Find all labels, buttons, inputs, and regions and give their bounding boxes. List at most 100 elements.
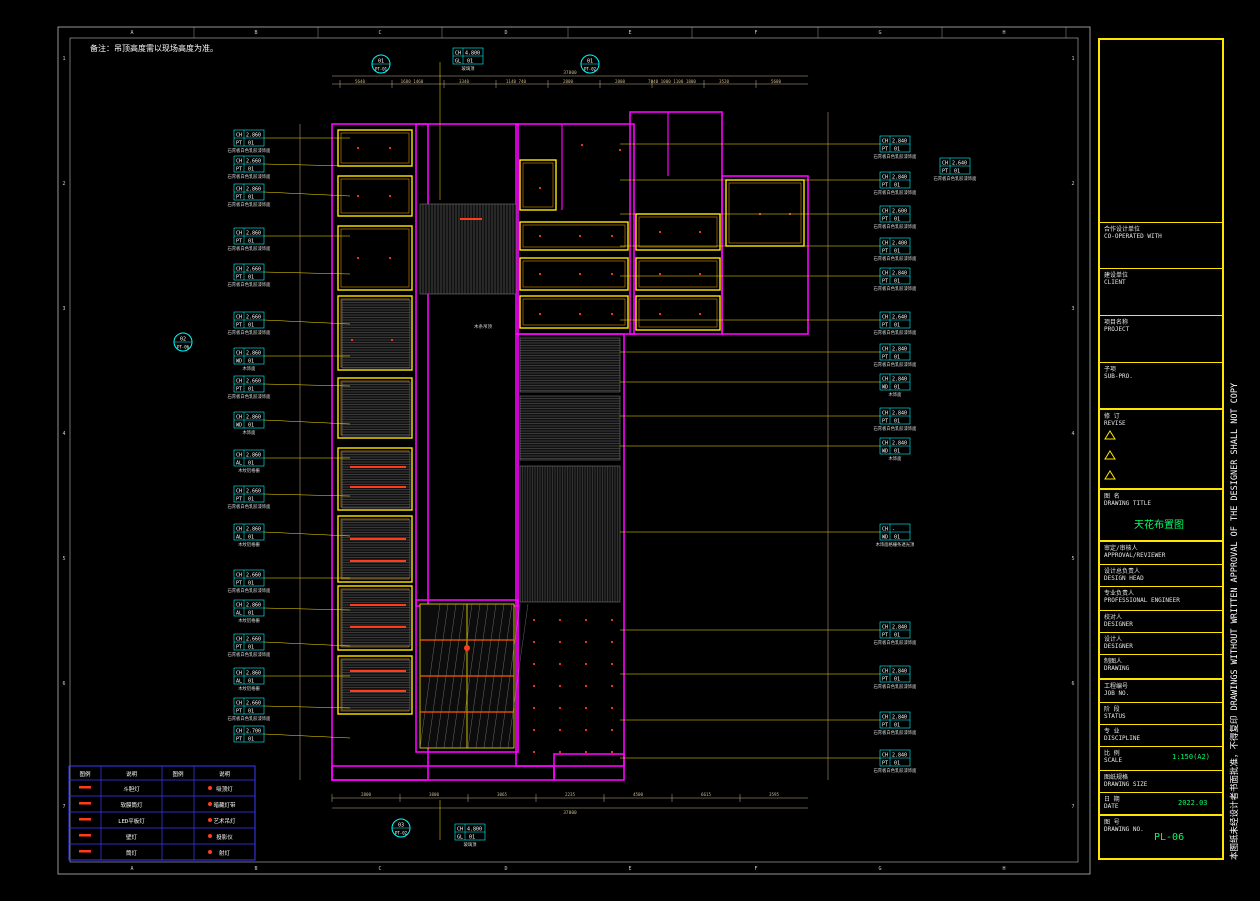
light-fixture — [584, 706, 588, 710]
tag-ch-label: CH — [882, 669, 888, 675]
tag-material: WD — [236, 359, 242, 365]
tag-material: WD — [882, 449, 888, 455]
tag-ch-label: CH — [236, 453, 242, 459]
light-fixture — [698, 272, 702, 276]
tag-desc: 石膏板白色乳胶漆饰面 — [874, 425, 918, 432]
legend-header: 说明 — [126, 770, 138, 778]
tag-code: 01 — [469, 835, 475, 841]
tag-code: 01 — [894, 217, 900, 223]
tag-ch-label: CH — [236, 379, 242, 385]
legend-desc: 吸顶灯 — [216, 785, 233, 793]
tag-code: 01 — [248, 461, 254, 467]
outer-frame — [57, 26, 1091, 875]
room-ceiling-inner — [340, 132, 410, 164]
led-panel-light — [350, 690, 406, 692]
wood-ceiling-label: 木条吊顶 — [474, 323, 492, 330]
light-fixture — [610, 750, 614, 754]
tag-desc: 石膏板白色乳胶漆饰面 — [228, 329, 272, 336]
dim-bottom-value: 3800 — [429, 792, 440, 797]
professional-label: 专业负责人 PROFESSIONAL ENGINEER — [1104, 590, 1180, 604]
drawing-no-label: 图 号 DRAWING NO. — [1104, 819, 1144, 833]
led-panel-light — [350, 538, 406, 540]
tb-row-disc: 专 业 DISCIPLINE — [1100, 724, 1222, 742]
led-panel-light — [350, 560, 406, 562]
tag-desc: 木饰面 — [889, 391, 903, 398]
legend-symbol — [79, 850, 91, 853]
legend-desc: 斗胆灯 — [123, 785, 140, 793]
tag-code: 01 — [248, 423, 254, 429]
legend-desc: 壁灯 — [126, 833, 138, 841]
checker-label: 校对人 DESIGNER — [1104, 614, 1133, 628]
room-ceiling-frame — [337, 655, 413, 715]
grid-col-top: E — [628, 30, 631, 36]
light-fixture — [558, 662, 562, 666]
grid-row-right: 1 — [1071, 56, 1074, 62]
tag-ch-label: CH — [882, 139, 888, 145]
leader-line — [263, 607, 351, 611]
light-fixture — [388, 194, 392, 198]
tag-ch-value: 2.660 — [246, 573, 261, 579]
grid-row-left: 2 — [62, 181, 65, 187]
hatch-room — [341, 381, 411, 437]
tag-ch-value: 2.660 — [246, 267, 261, 273]
tag-code: 01 — [894, 419, 900, 425]
light-fixture — [658, 230, 662, 234]
tag-desc: 石膏板白色乳胶漆饰面 — [228, 587, 272, 594]
tag-ch-value: 2.840 — [892, 715, 907, 721]
room-ceiling-frame — [519, 257, 629, 291]
marker-num: 01 — [378, 59, 384, 65]
tag-code: 01 — [248, 167, 254, 173]
leader-lines — [263, 137, 880, 759]
tag-ch-label: CH — [457, 827, 463, 833]
room-ceiling-inner — [522, 162, 554, 208]
general-note: 备注：吊顶高度需以现场高度为准。 — [90, 44, 218, 53]
light-fixture — [532, 618, 536, 622]
leader-line — [263, 271, 351, 275]
leader-line — [263, 493, 351, 497]
tag-ch-label: CH — [236, 351, 242, 357]
tag-material: PT — [882, 761, 888, 767]
room-ceiling-frame — [337, 447, 413, 511]
tag-ch-value: 2.860 — [246, 603, 261, 609]
light-fixture — [658, 312, 662, 316]
light-fixtures — [350, 143, 792, 754]
tag-code: 01 — [894, 249, 900, 255]
room-ceiling-frame — [519, 295, 629, 329]
revise-triangle-icon — [1104, 450, 1116, 460]
tag-ch-value: 2.860 — [246, 453, 261, 459]
legend-desc: 投影仪 — [216, 833, 233, 841]
room-ceiling-inner — [522, 260, 626, 288]
tag-desc: 木饰面 — [243, 429, 257, 436]
tag-ch-value: 2.840 — [892, 441, 907, 447]
light-fixture — [356, 146, 360, 150]
grid-row-right: 4 — [1071, 431, 1074, 437]
tb-row-designer: 校对人 DESIGNER — [1100, 610, 1222, 628]
title-block: 合作设计单位 CO-OPERATED WITH 建设单位 CLIENT 项目名称… — [1098, 38, 1224, 860]
designer-label: 设计人 DESIGNER — [1104, 636, 1133, 650]
grid-col-top: F — [754, 30, 757, 36]
leader-line — [263, 191, 351, 197]
dim-top-value: 1680 1460 — [401, 79, 424, 84]
light-fixture — [698, 230, 702, 234]
tag-ch-value: 2.700 — [246, 729, 261, 735]
tag-desc: 石膏板白色乳胶漆饰面 — [934, 175, 978, 182]
tag-ch-label: CH — [236, 187, 242, 193]
drawing-no: PL-06 — [1154, 832, 1185, 843]
light-fixture — [356, 256, 360, 260]
grid-col-bottom: D — [504, 866, 507, 872]
art-chandelier — [464, 645, 470, 651]
room-ceiling-frame — [337, 585, 413, 651]
room-ceiling-frame — [337, 377, 413, 439]
light-fixture — [390, 338, 394, 342]
revise-triangle-icon — [1104, 470, 1116, 480]
grid-col-bottom: H — [1002, 866, 1005, 872]
